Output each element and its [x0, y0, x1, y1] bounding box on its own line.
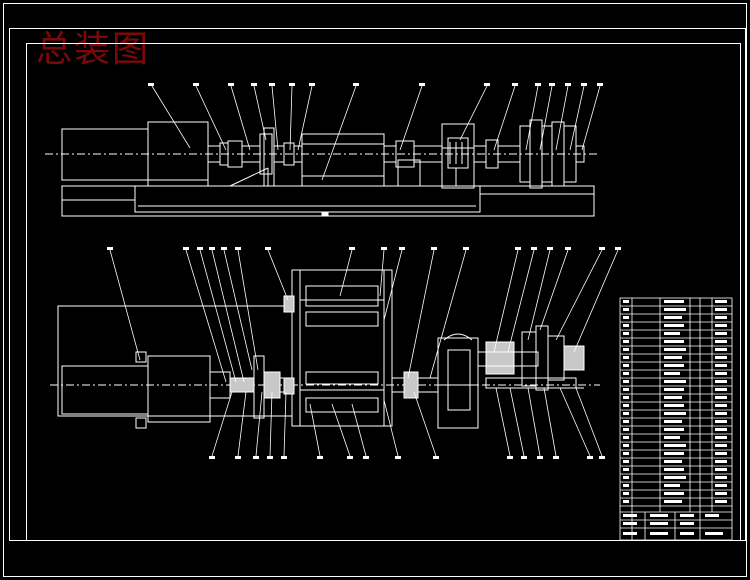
- parts-list-table: [619, 297, 733, 541]
- top-view-leaders: [151, 85, 601, 181]
- parts-list-text-marks: [623, 300, 727, 535]
- drawing-title: 总装图: [36, 29, 151, 70]
- plan-view-leaders: [109, 249, 619, 457]
- top-view-balloons: [148, 83, 603, 86]
- plan-view-balloons: [107, 247, 621, 459]
- drawing-frame: [3, 3, 747, 577]
- top-view: [45, 119, 600, 217]
- plan-view: [50, 269, 600, 429]
